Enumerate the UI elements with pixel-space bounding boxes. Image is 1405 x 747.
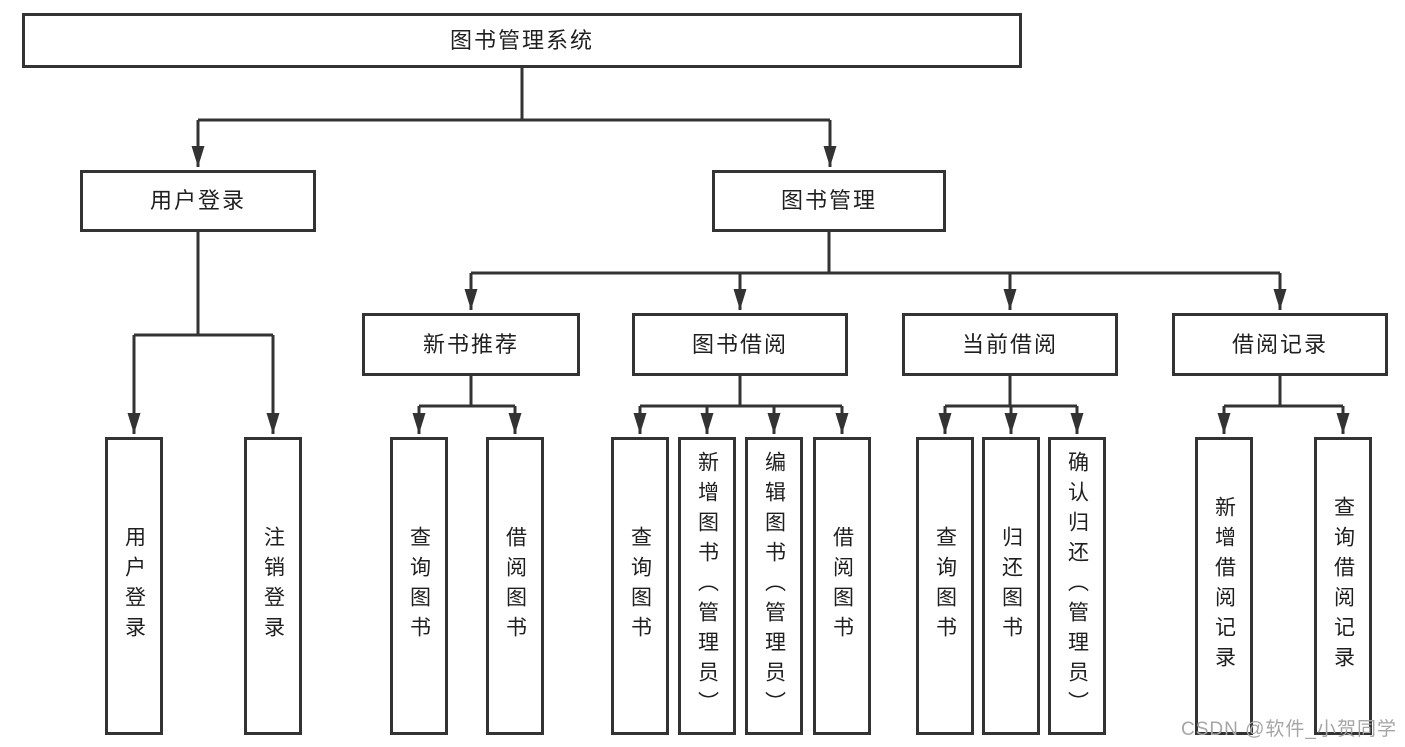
leaf-user-login: 用户登录 [105, 437, 163, 735]
leaf-records-query-record: 查询借阅记录 [1314, 437, 1372, 735]
csdn-watermark: CSDN @软件_小贺同学 [1181, 719, 1397, 740]
branch-book-management: 图书管理 [712, 170, 946, 232]
module-current-borrowing: 当前借阅 [902, 313, 1118, 376]
connector-lines [127, 68, 1350, 434]
root-box: 图书管理系统 [22, 13, 1022, 68]
branch-user-login: 用户登录 [80, 170, 316, 232]
leaf-records-add-record: 新增借阅记录 [1195, 437, 1253, 735]
leaf-current-query-books: 查询图书 [916, 437, 974, 735]
leaf-borrowing-edit-book-admin: 编辑图书（管理员） [745, 437, 803, 735]
leaf-borrowing-add-book-admin: 新增图书（管理员） [678, 437, 736, 735]
leaf-borrowing-query-books: 查询图书 [611, 437, 669, 735]
module-borrowing-records: 借阅记录 [1172, 313, 1388, 376]
leaf-borrowing-borrow-books: 借阅图书 [813, 437, 871, 735]
leaf-current-return-books: 归还图书 [982, 437, 1040, 735]
leaf-current-confirm-return-admin: 确认归还（管理员） [1048, 437, 1106, 735]
module-new-book-recommendation: 新书推荐 [362, 313, 580, 376]
leaf-recommend-query-books: 查询图书 [390, 437, 448, 735]
leaf-logout: 注销登录 [244, 437, 302, 735]
leaf-recommend-borrow-books: 借阅图书 [486, 437, 544, 735]
module-book-borrowing: 图书借阅 [632, 313, 848, 376]
